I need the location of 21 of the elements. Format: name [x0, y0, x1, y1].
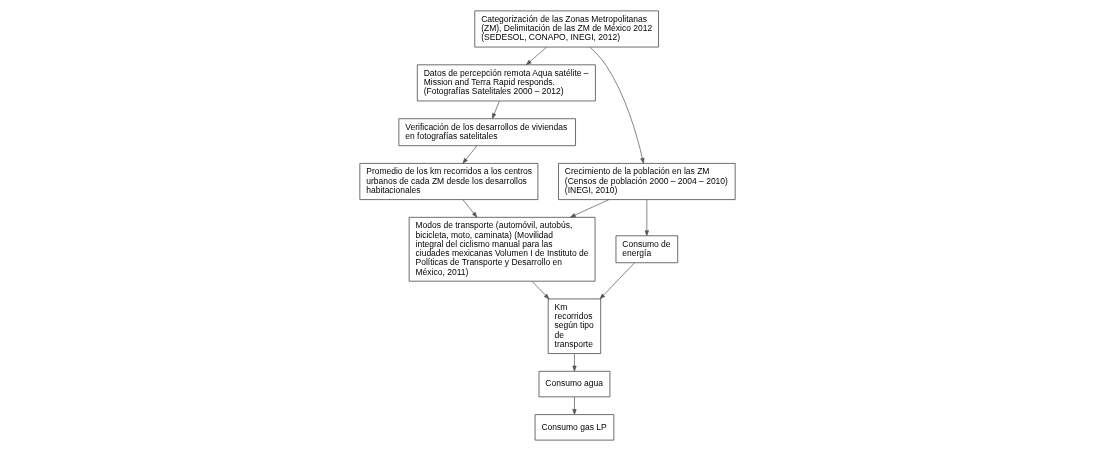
node-box: Consumo gas LP: [534, 414, 615, 441]
arrow: [572, 353, 577, 372]
node-box: Km recorridos según tipo de transporte: [547, 298, 602, 354]
arrow: [572, 396, 577, 415]
arrow: [462, 145, 478, 164]
node-box: Consumo agua: [538, 370, 611, 398]
arrow: [492, 100, 500, 119]
arrow: [599, 262, 635, 300]
arrow: [644, 199, 649, 236]
node-box: Crecimiento de la población en las ZM (Censos de población 2000 – 2004 – 2010) (INEGI, 2010): [558, 163, 736, 200]
node-box: Modos de transporte (automóvil, autobús, bicicleta, moto, caminata) (Movilidad integral del ciclismo manual para las ciudades mexicanas Volumen I de Instituto de Políticas de Transporte y Desarrollo en México, 2011): [408, 217, 596, 282]
node-box: Datos de percepción remota Aqua satélite – Mission and Terra Rapid responds. (Fotografías Satelitales 2000 – 2012): [416, 64, 596, 102]
node-box: Consumo de energía: [615, 235, 679, 264]
node-box: Promedio de los km recorridos a los centros urbanos de cada ZM desde los desarrollos habitacionales: [359, 163, 539, 200]
arrow: [531, 281, 550, 300]
node-box: Verificación de los desarrollos de viviendas en fotografías satelitales: [398, 118, 576, 147]
arrow: [526, 46, 547, 66]
arrow: [462, 199, 478, 218]
arrow: [570, 199, 610, 218]
node-box: Categorización de las Zonas Metropolitanas (ZM), Delimitación de las ZM de México 2012 (SEDESOL, CONAPO, INEGI, 2012): [474, 10, 659, 48]
arrow: [589, 46, 645, 164]
